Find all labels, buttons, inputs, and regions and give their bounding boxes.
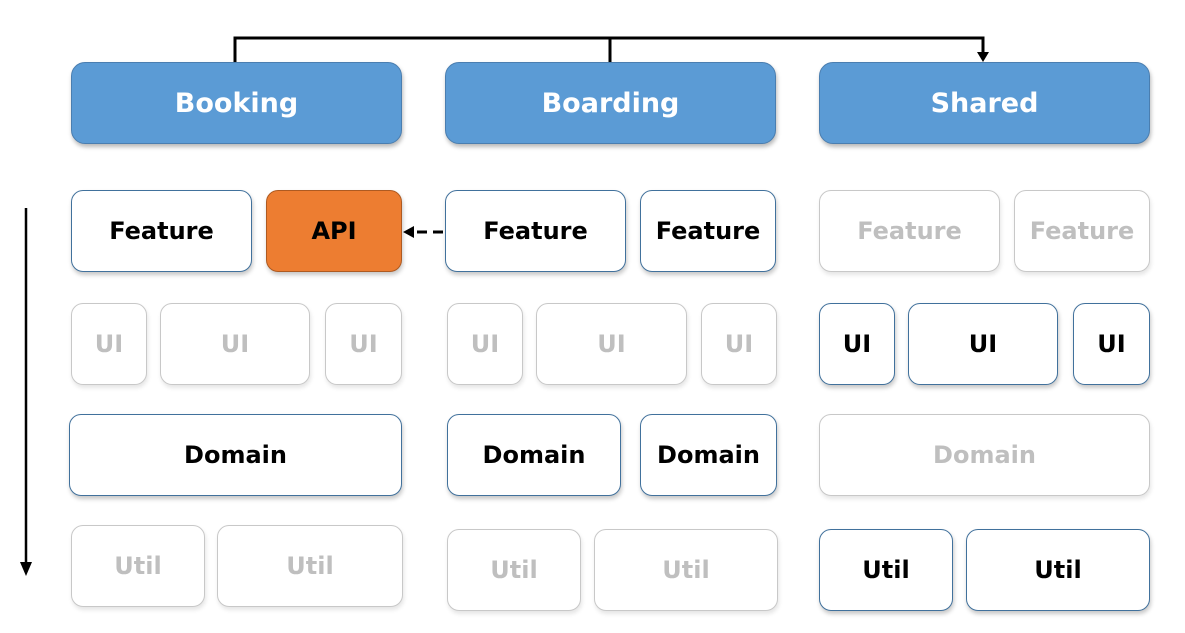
booking-util-box-2: Util	[217, 525, 403, 607]
boarding-feature-label-2: Feature	[655, 217, 761, 245]
shared-domain-box: Domain	[819, 414, 1150, 496]
booking-header: Booking	[71, 62, 402, 144]
shared-ui-label-3: UI	[1097, 330, 1126, 358]
shared-ui-label-1: UI	[842, 330, 872, 358]
shared-util-label-2: Util	[1034, 556, 1082, 584]
booking-feature-label: Feature	[109, 217, 214, 245]
shared-feature-box-2: Feature	[1014, 190, 1150, 272]
boarding-feature-label-1: Feature	[483, 217, 588, 245]
booking-util-label-2: Util	[286, 552, 334, 580]
booking-domain-box: Domain	[69, 414, 402, 496]
booking-domain-label: Domain	[184, 441, 287, 469]
boarding-ui-label-1: UI	[470, 330, 500, 358]
booking-ui-label-2: UI	[220, 330, 250, 358]
boarding-feature-box-1: Feature	[445, 190, 626, 272]
shared-ui-box-3: UI	[1073, 303, 1150, 385]
boarding-util-label-2: Util	[662, 556, 710, 584]
boarding-ui-box-1: UI	[447, 303, 523, 385]
boarding-header: Boarding	[445, 62, 776, 144]
booking-util-box-1: Util	[71, 525, 205, 607]
shared-util-box-1: Util	[819, 529, 953, 611]
shared-ui-label-2: UI	[968, 330, 998, 358]
boarding-util-box-2: Util	[594, 529, 778, 611]
shared-domain-label: Domain	[933, 441, 1036, 469]
booking-ui-box-1: UI	[71, 303, 147, 385]
shared-header: Shared	[819, 62, 1150, 144]
boarding-domain-box-1: Domain	[447, 414, 621, 496]
boarding-ui-box-3: UI	[701, 303, 777, 385]
shared-feature-label-1: Feature	[857, 217, 962, 245]
booking-ui-box-3: UI	[325, 303, 402, 385]
boarding-domain-label-1: Domain	[482, 441, 586, 469]
shared-dependency-arrowhead	[977, 52, 989, 62]
boarding-header-label: Boarding	[541, 87, 680, 119]
boarding-util-box-1: Util	[447, 529, 581, 611]
booking-api-box: API	[266, 190, 402, 272]
shared-ui-box-1: UI	[819, 303, 895, 385]
api-access-arrowhead	[403, 226, 414, 238]
shared-header-label: Shared	[930, 87, 1039, 119]
booking-ui-label-3: UI	[349, 330, 378, 358]
booking-feature-box: Feature	[71, 190, 252, 272]
booking-header-label: Booking	[174, 87, 299, 119]
shared-util-box-2: Util	[966, 529, 1150, 611]
boarding-ui-label-2: UI	[597, 330, 626, 358]
boarding-domain-label-2: Domain	[657, 441, 760, 469]
shared-util-label-1: Util	[862, 556, 910, 584]
boarding-ui-box-2: UI	[536, 303, 687, 385]
booking-api-label: API	[311, 217, 357, 245]
booking-ui-box-2: UI	[160, 303, 310, 385]
boarding-feature-box-2: Feature	[640, 190, 776, 272]
booking-ui-label-1: UI	[94, 330, 124, 358]
shared-feature-box-1: Feature	[819, 190, 1000, 272]
shared-ui-box-2: UI	[908, 303, 1058, 385]
booking-util-label-1: Util	[114, 552, 162, 580]
boarding-ui-label-3: UI	[724, 330, 754, 358]
boarding-util-label-1: Util	[490, 556, 538, 584]
boarding-domain-box-2: Domain	[640, 414, 777, 496]
shared-feature-label-2: Feature	[1029, 217, 1135, 245]
layer-direction-arrowhead	[20, 562, 32, 576]
